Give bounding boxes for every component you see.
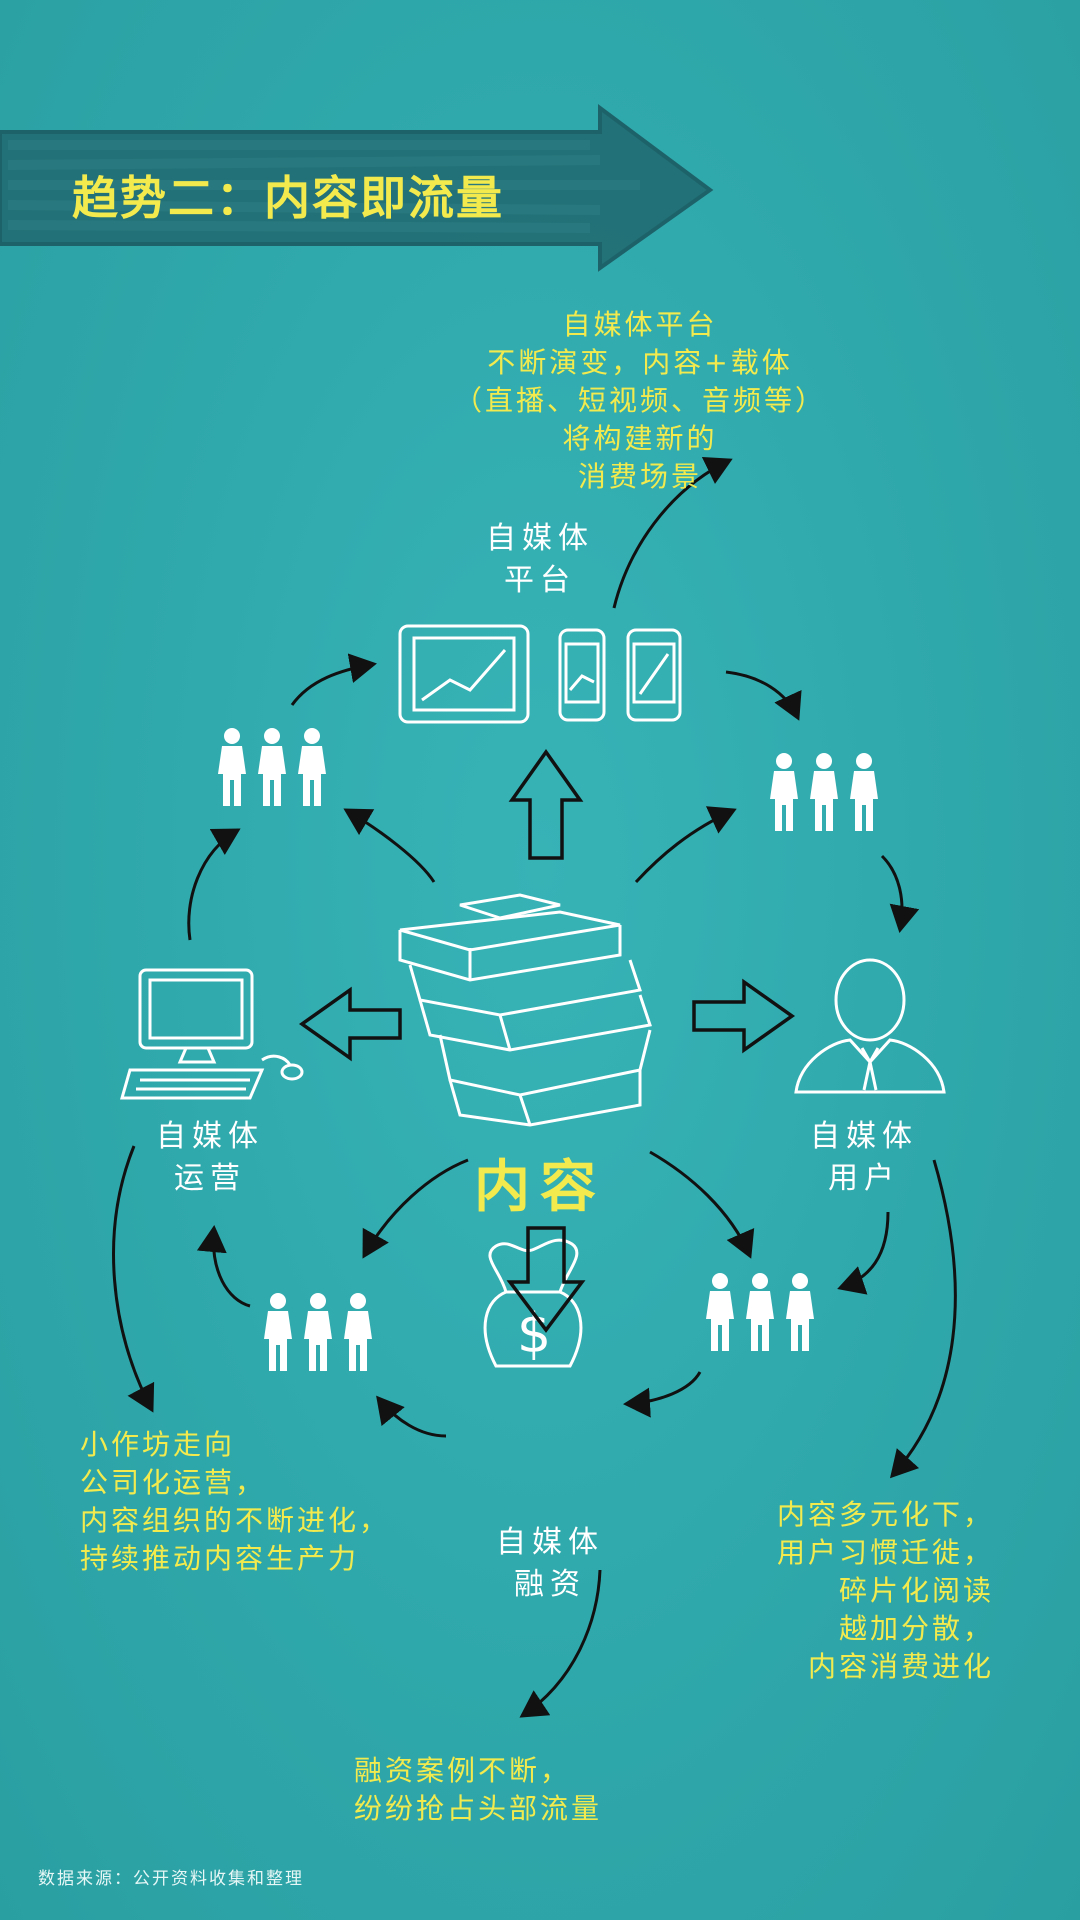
users-group-lower-left-icon <box>264 1293 372 1371</box>
operation-note: 小作坊走向 公司化运营， 内容组织的不断进化， 持续推动内容生产力 <box>80 1428 391 1575</box>
user-note: 内容多元化下， 用户习惯迁徙， 碎片化阅读 越加分散， 内容消费进化 <box>776 1498 994 1683</box>
arrow-down-to-finance <box>506 1226 586 1333</box>
platform-label: 自媒体 平台 <box>486 521 594 598</box>
center-content-label: 内容 <box>474 1155 606 1220</box>
platform-note: 自媒体平台 不断演变，内容+载体 （直播、短视频、音频等） 将构建新的 消费场景 <box>453 308 826 493</box>
books-icon <box>398 893 652 1127</box>
arrow-up-to-platform <box>508 748 584 860</box>
page-title: 趋势二：内容即流量 <box>72 171 504 225</box>
title-banner <box>0 104 714 272</box>
user-avatar-icon <box>794 958 946 1094</box>
computer-icon <box>120 968 304 1100</box>
arrow-left-to-operation <box>298 986 402 1062</box>
data-source-caption: 数据来源：公开资料收集和整理 <box>38 1869 304 1889</box>
money-bag-icon: $ <box>483 1238 583 1368</box>
note-arrows <box>112 456 957 1718</box>
users-group-lower-right-icon <box>706 1273 814 1351</box>
users-group-upper-left-icon <box>218 728 326 806</box>
center-arrows <box>298 748 796 1333</box>
finance-label: 自媒体 融资 <box>496 1525 604 1602</box>
arrow-right-to-user <box>692 978 796 1054</box>
finance-note: 融资案例不断， 纷纷抢占头部流量 <box>354 1754 603 1825</box>
users-group-upper-right-icon <box>770 753 878 831</box>
cycle-arrows <box>187 653 920 1438</box>
user-label: 自媒体 用户 <box>810 1119 918 1196</box>
tablet-phone-icon <box>398 624 682 724</box>
operation-label: 自媒体 运营 <box>156 1119 264 1196</box>
